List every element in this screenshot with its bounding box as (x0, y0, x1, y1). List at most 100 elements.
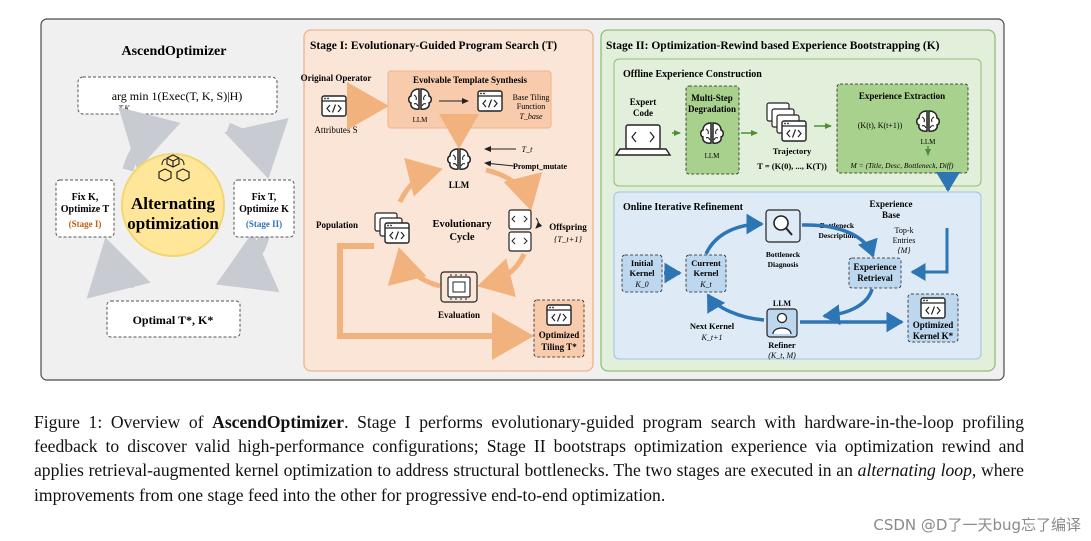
attributes-label: Attributes S (314, 125, 357, 135)
initial-kernel-label-2: Kernel (629, 268, 655, 278)
magnifier-icon (765, 209, 801, 243)
trajectory-label: Trajectory (773, 146, 812, 156)
topk-label-1: Top-k (895, 226, 914, 235)
stage2-title: Stage II: Optimization-Rewind based Expe… (606, 40, 940, 52)
online-title: Online Iterative Refinement (623, 202, 744, 213)
cycle-arrow-evaluation-population (387, 247, 441, 289)
experience-retrieval-box (848, 257, 902, 289)
refiner-to-current-arrow (706, 293, 765, 322)
original-operator-label: Original Operator (301, 73, 372, 83)
stage2-summary-line1: Fix T, (252, 192, 277, 203)
stage1-tag: (Stage I) (69, 219, 102, 229)
laptop-icon (614, 124, 672, 156)
trajectory-formula: T = (K(0), ..., K(T)) (757, 161, 827, 171)
population-icon (374, 212, 410, 244)
center-label-1: Alternating (131, 194, 216, 213)
refiner-person-icon (766, 308, 798, 338)
optimized-tiling-label-1: Optimized (539, 330, 580, 340)
figure-caption: Figure 1: Overview of AscendOptimizer. S… (34, 410, 1024, 507)
prompt-arrow (484, 160, 515, 167)
offspring-label: Offspring (549, 222, 587, 232)
optimal-label: Optimal T*, K* (133, 313, 214, 327)
caption-suffix: , where improvements from one stage feed… (34, 460, 1024, 505)
current-kernel-label-3: K_t (699, 280, 712, 289)
retrieval-label-2: Retrieval (857, 273, 893, 283)
objective-subscript: T,K (118, 104, 130, 113)
bottleneck-diagnosis-label-2: Diagnosis (768, 260, 799, 269)
stage2-summary-line2: Optimize K (239, 204, 289, 215)
base-tiling-icon (477, 90, 503, 112)
offline-title: Offline Experience Construction (623, 69, 762, 80)
current-kernel-box (685, 254, 727, 293)
refiner-args-label: (K_t, M) (768, 351, 796, 360)
retrieval-to-refiner-arrow (822, 288, 874, 326)
initial-kernel-box (621, 254, 663, 293)
cycle-arrow-population-llm (397, 157, 443, 204)
current-kernel-label-2: Kernel (693, 268, 719, 278)
initial-kernel-label-3: K_0 (634, 280, 648, 289)
t-base-label: T_base (519, 112, 543, 121)
optimized-kernel-label-1: Optimized (913, 320, 954, 330)
chip-icon (440, 271, 478, 303)
csdn-watermark: CSDN @D了一天bug忘了编译 (873, 516, 1081, 534)
template-llm-label: LLM (413, 116, 429, 124)
evaluation-label: Evaluation (438, 310, 480, 320)
overview-figure: AscendOptimizer arg min 1(Exec(T, K, S)|… (40, 18, 1005, 381)
stage1-title: Stage I: Evolutionary-Guided Program Sea… (310, 40, 557, 52)
current-to-diagnosis-arrow (704, 213, 764, 255)
objective-formula: arg min 1(Exec(T, K, S)|H) (112, 89, 243, 103)
optimized-kernel-icon (920, 297, 946, 319)
offspring-icon (508, 209, 543, 252)
stage2-summary-box (233, 179, 295, 238)
stage2-tag: (Stage II) (246, 219, 282, 229)
experience-base-label-2: Base (882, 210, 900, 220)
m-formula: M = (Title, Desc, Bottleneck, Diff) (850, 161, 954, 170)
center-label-2: optimization (127, 214, 219, 233)
expert-code-label-1: Expert (630, 97, 657, 107)
next-kernel-label-1: Next Kernel (690, 321, 735, 331)
optimized-tiling-label-2: Tiling T* (541, 342, 577, 352)
base-tiling-label-2: Function (517, 102, 545, 111)
overview-title: AscendOptimizer (122, 44, 227, 59)
offspring-set-label: {T_t+1} (554, 234, 583, 244)
expert-code-label-2: Code (633, 108, 653, 118)
refiner-llm-label: LLM (773, 299, 792, 308)
prompt-mutate-label: Prompt_mutate (513, 162, 568, 171)
extraction-title: Experience Extraction (859, 91, 945, 101)
alternating-optimization-circle (121, 153, 225, 257)
next-kernel-label-2: K_t+1 (701, 333, 723, 342)
stage1-summary-line1: Fix K, (72, 192, 99, 203)
stage1-panel: Stage I: Evolutionary-Guided Program Sea… (301, 29, 594, 372)
refiner-label: Refiner (768, 340, 796, 350)
cycle-arrow-top-right (224, 117, 289, 179)
cycle-label-1: Evolutionary (433, 219, 493, 230)
topk-label-2: Entries (893, 236, 916, 245)
initial-kernel-label-1: Initial (631, 258, 654, 268)
extraction-llm-label: LLM (921, 138, 937, 146)
cubes-icon (158, 154, 190, 182)
t-t-label: T_t (522, 145, 533, 154)
cycle-arrow-offspring-evaluation (477, 252, 527, 298)
topk-label-3: {M} (897, 246, 911, 255)
population-to-optimized-arrow (337, 243, 534, 360)
bottleneck-description-label-2: Description (818, 231, 856, 240)
caption-middle: . Stage I performs evolutionary-guided p… (34, 412, 1024, 481)
population-label: Population (316, 220, 358, 230)
bottleneck-description-label-1: Bottleneck (820, 221, 855, 230)
current-kernel-label-1: Current (691, 258, 721, 268)
optimal-box (106, 300, 241, 338)
trajectory-stack-icon (766, 102, 807, 142)
extraction-pair: (K(t), K(t+1)) (858, 121, 903, 130)
cycle-arrow-top-left (118, 107, 181, 172)
optimized-tiling-icon (546, 304, 572, 326)
overview-panel: AscendOptimizer arg min 1(Exec(T, K, S)|… (55, 44, 295, 338)
diagnosis-to-retrieval-arrow (801, 223, 878, 258)
original-operator-icon (321, 95, 347, 117)
caption-prefix: Figure 1: Overview of (34, 412, 204, 432)
degradation-label-1: Multi-Step (691, 93, 733, 103)
template-synthesis-title: Evolvable Template Synthesis (413, 75, 528, 85)
optimized-kernel-label-2: Kernel K* (913, 331, 954, 341)
base-tiling-label-1: Base Tiling (513, 93, 550, 102)
experience-base-label-1: Experience (870, 199, 913, 209)
cycle-llm-label: LLM (449, 180, 470, 190)
